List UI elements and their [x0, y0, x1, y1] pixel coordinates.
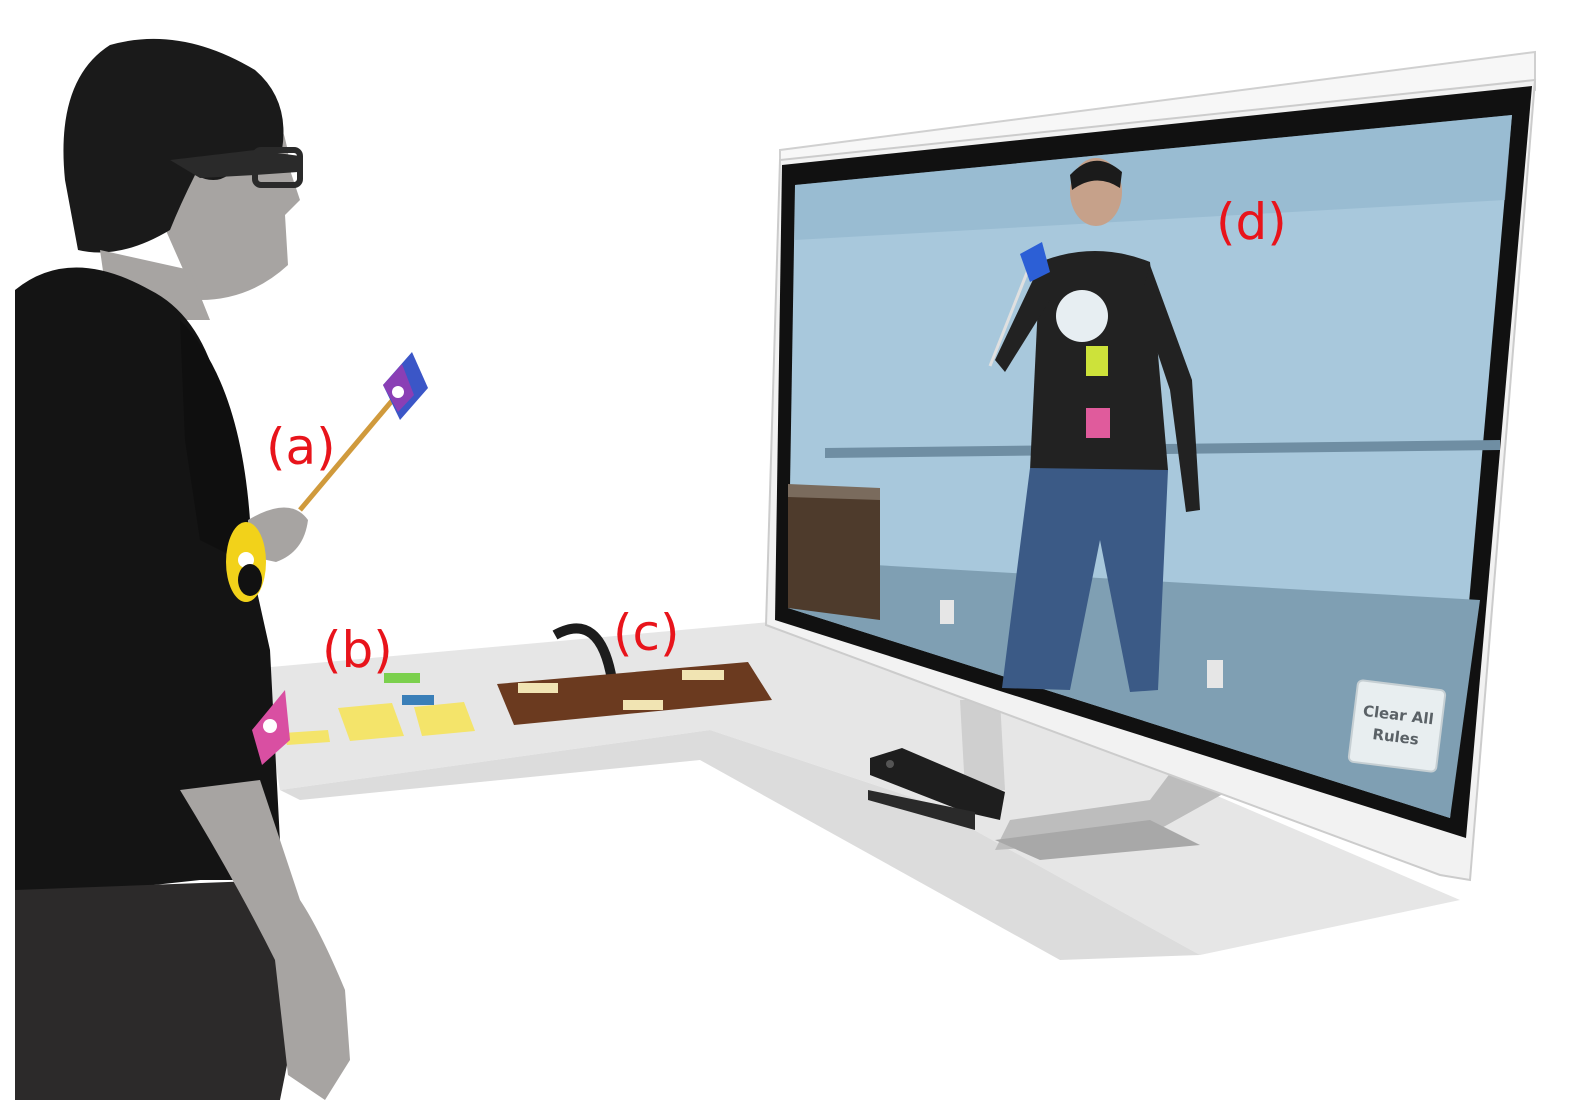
tangible-wand-icon: [298, 352, 428, 512]
callout-label-b: (b): [322, 621, 393, 679]
callout-label-c: (c): [613, 604, 680, 662]
callout-label-d: (d): [1216, 193, 1287, 251]
kinect-sensor-icon: [868, 748, 1005, 830]
tangible-board: [497, 623, 772, 725]
screen-person: [988, 158, 1200, 692]
callout-label-a: (a): [266, 418, 336, 476]
clear-all-rules-button[interactable]: Clear All Rules: [1347, 678, 1447, 774]
sticky-notes: [283, 673, 475, 745]
person: [15, 38, 428, 1100]
screen-camera-view: [788, 115, 1512, 818]
